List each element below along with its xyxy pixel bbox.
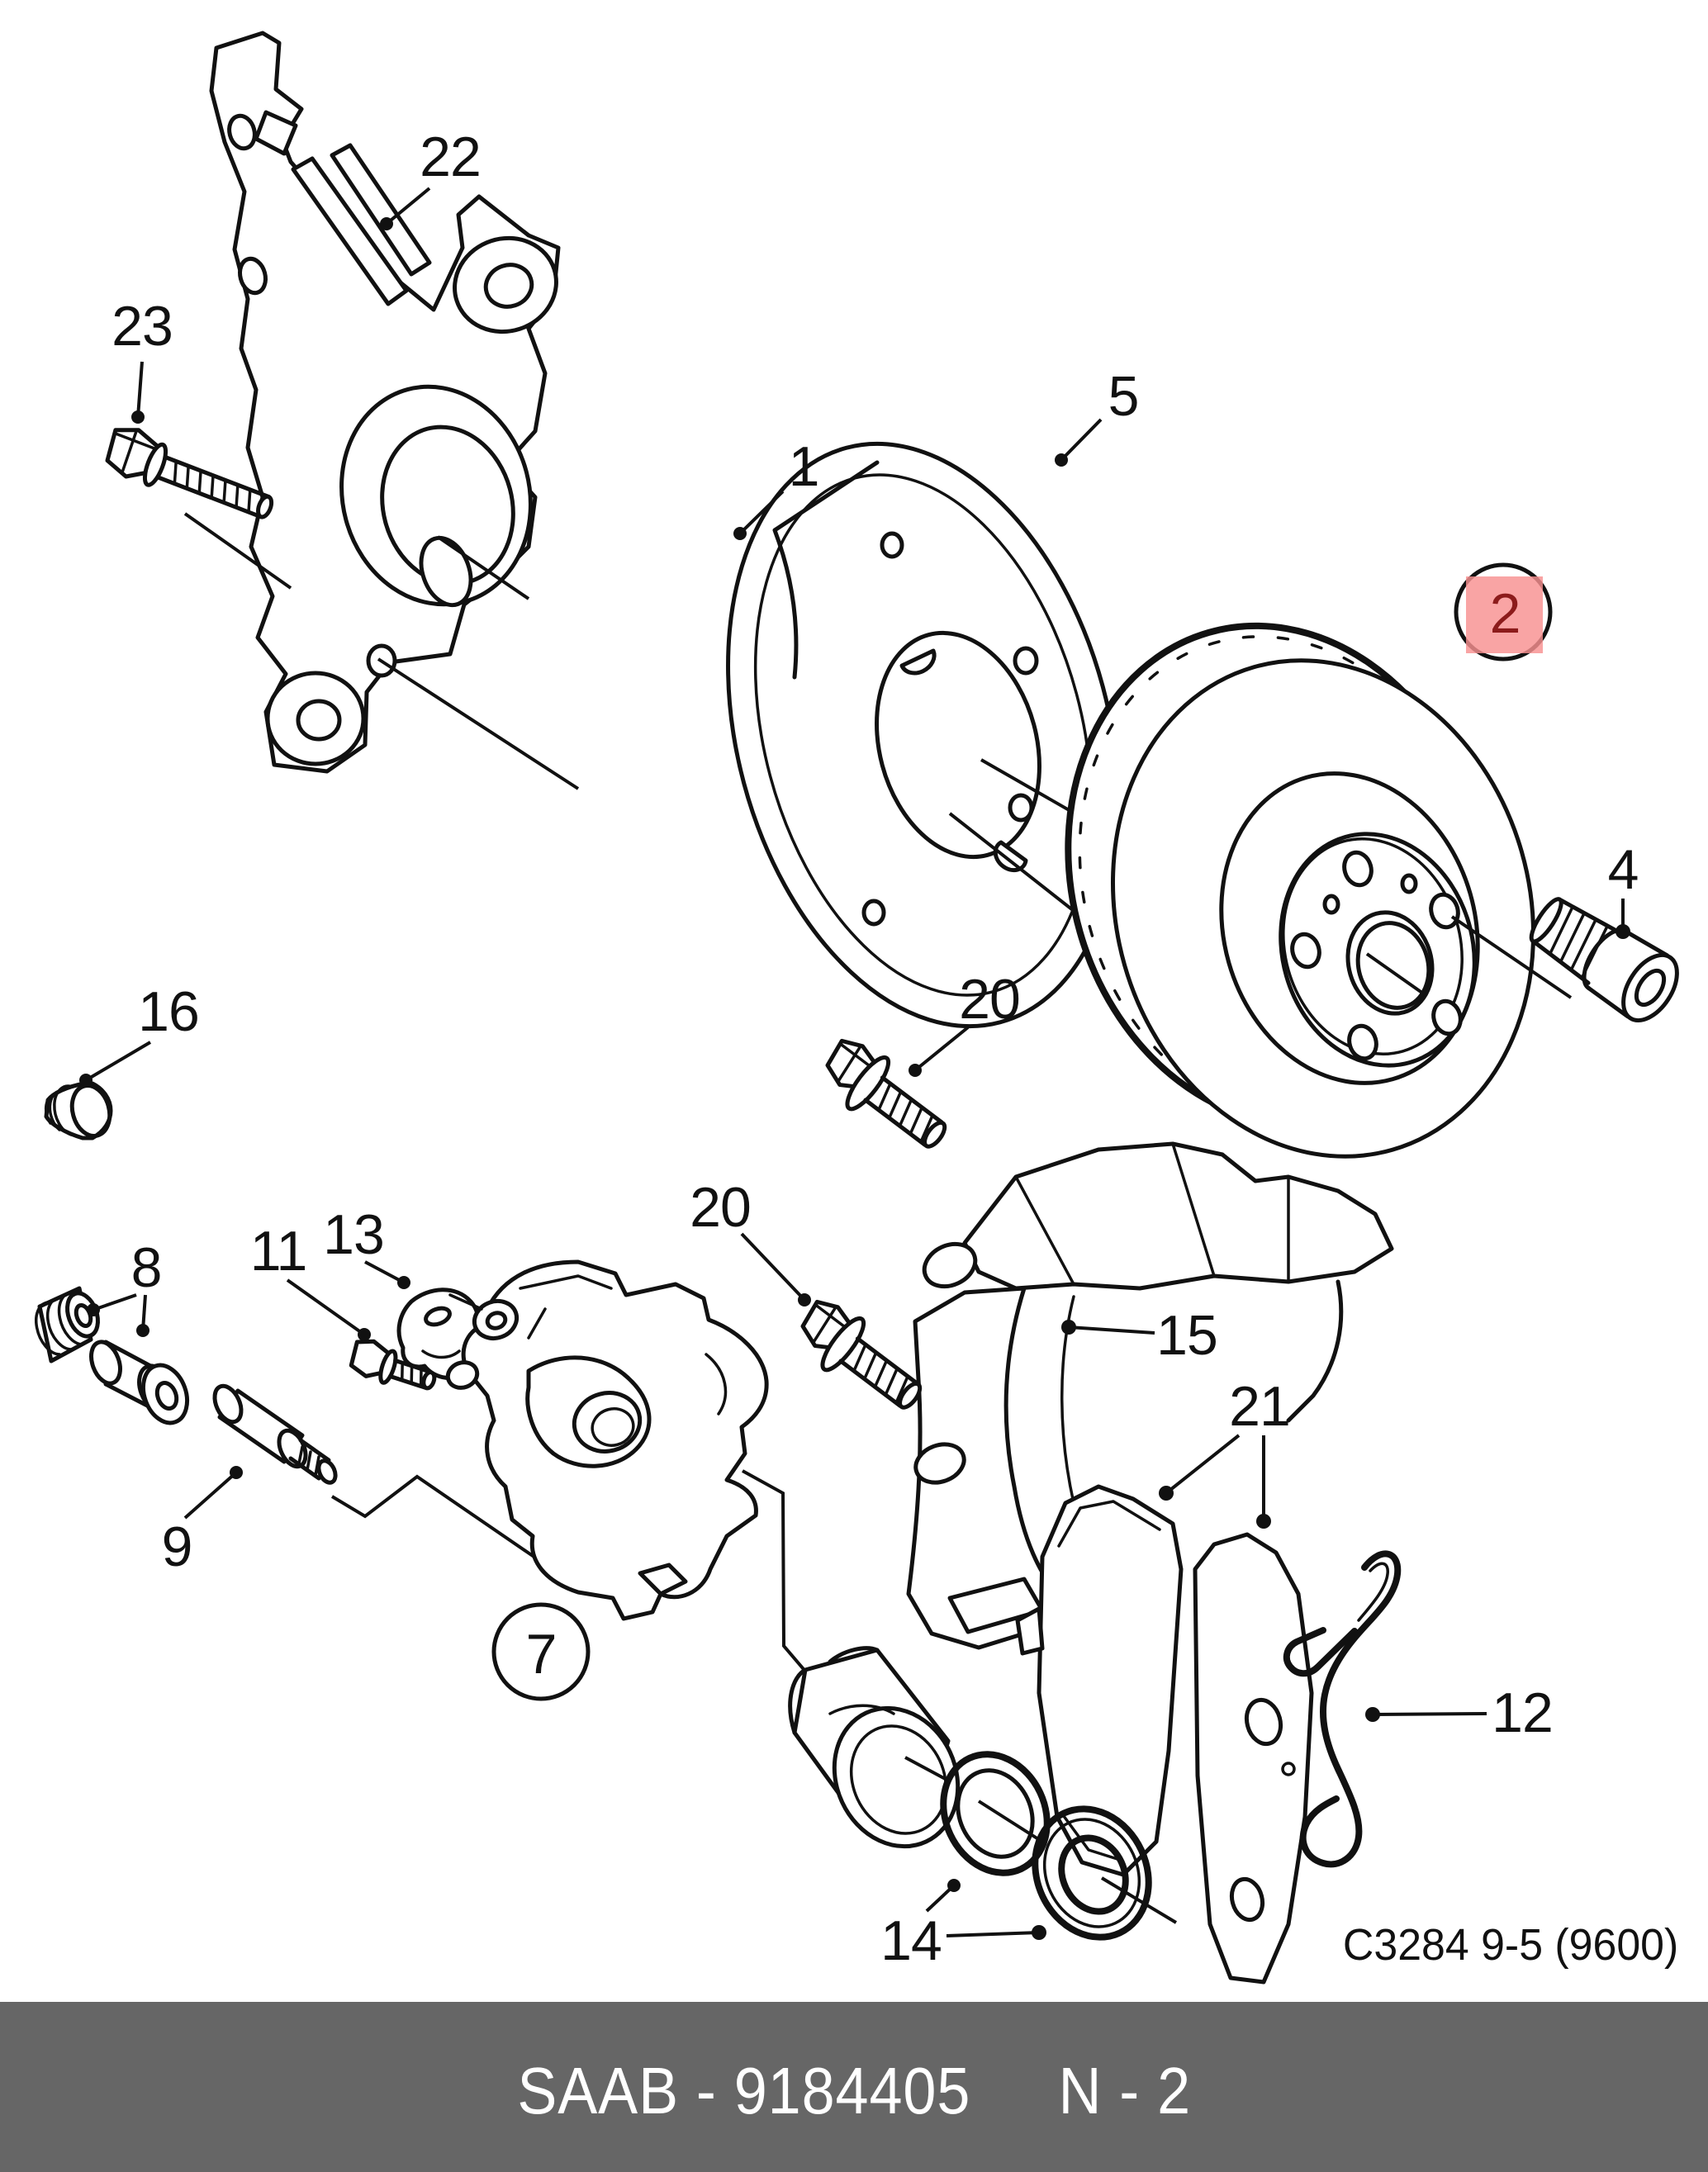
callout-23[interactable]: 23 xyxy=(111,295,173,358)
axis-line xyxy=(330,1474,537,1559)
bolt-11-art xyxy=(349,1339,437,1391)
footer-page-ref: N - 2 xyxy=(1058,2054,1191,2127)
callout-15[interactable]: 15 xyxy=(1156,1304,1218,1367)
leader-lines xyxy=(79,187,1630,1940)
callout-12[interactable]: 12 xyxy=(1492,1681,1554,1744)
callout-14[interactable]: 14 xyxy=(880,1909,942,1972)
caliper-carrier-art xyxy=(906,1141,1394,1650)
callout-13[interactable]: 13 xyxy=(323,1203,385,1266)
footer-bar: SAAB - 9184405 N - 2 xyxy=(0,2002,1708,2172)
piston-seals-art xyxy=(788,1646,1178,1941)
bolt-23-art xyxy=(105,428,274,519)
callout-7-circled[interactable]: 7 xyxy=(525,1623,557,1686)
callout-4[interactable]: 4 xyxy=(1607,838,1639,901)
callout-8[interactable]: 8 xyxy=(130,1236,163,1299)
callout-9[interactable]: 9 xyxy=(161,1515,193,1578)
guide-bushing-art xyxy=(35,1286,190,1425)
circle-marker-part7 xyxy=(491,1602,591,1701)
brake-disc-art xyxy=(1065,622,1573,1159)
axis-line xyxy=(377,657,580,790)
carrier-bolt-upper-art xyxy=(812,1031,959,1164)
callout-16[interactable]: 16 xyxy=(138,980,200,1043)
highlight-marker-part2 xyxy=(1454,562,1553,662)
steering-knuckle-art xyxy=(209,31,561,774)
caliper-art xyxy=(445,1259,769,1621)
axis-line xyxy=(183,512,292,590)
brake-pads-art xyxy=(1015,1484,1314,1985)
callout-20-lower[interactable]: 20 xyxy=(690,1176,752,1239)
callout-5[interactable]: 5 xyxy=(1108,365,1140,428)
guide-pin-art xyxy=(212,1383,338,1485)
callout-1[interactable]: 1 xyxy=(788,435,820,498)
footer-part-number: SAAB - 9184405 xyxy=(517,2054,971,2127)
carrier-bolt-lower-art xyxy=(787,1292,934,1425)
spring-clip-art xyxy=(1283,1550,1402,1868)
splash-shield-art xyxy=(726,441,1121,1029)
plug-art xyxy=(44,1081,113,1141)
callout-2-highlighted[interactable]: 2 xyxy=(1489,582,1521,645)
callout-20-upper[interactable]: 20 xyxy=(959,968,1021,1031)
axis-line xyxy=(436,535,530,600)
wheel-bolt-art xyxy=(1529,897,1679,1023)
drawing-plate-code: C3284 9-5 (9600) xyxy=(1342,1920,1678,1970)
callout-21[interactable]: 21 xyxy=(1229,1375,1291,1438)
callout-11[interactable]: 11 xyxy=(249,1220,308,1283)
callout-22[interactable]: 22 xyxy=(420,126,482,188)
